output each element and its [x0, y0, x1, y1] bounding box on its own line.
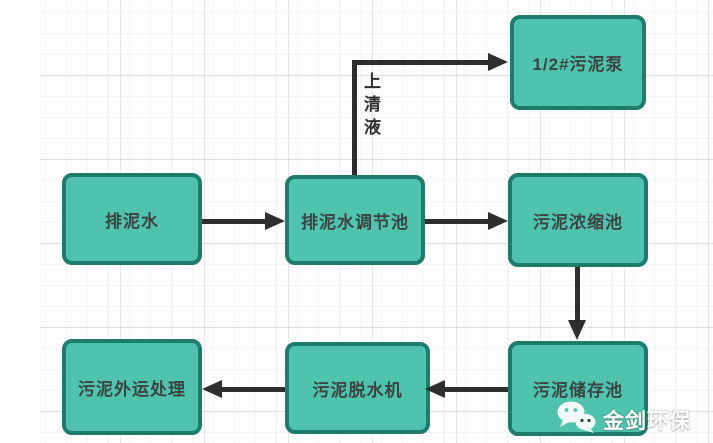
node-label: 污泥外运处理 — [78, 379, 186, 399]
edge-supernatant-vertical — [352, 60, 357, 175]
node-label: 1/2#污泥泵 — [532, 55, 624, 74]
edge-dewatering-to-disposal — [221, 387, 285, 392]
edge-drain-to-regulating — [202, 219, 268, 224]
arrowhead-left-icon — [425, 380, 445, 398]
edge-storage-to-dewatering — [444, 387, 508, 392]
node-label: 污泥储存池 — [533, 381, 623, 400]
node-label: 污泥脱水机 — [312, 380, 403, 400]
arrowhead-right-icon — [488, 53, 508, 71]
arrowhead-right-icon — [265, 212, 285, 230]
node-offsite-disposal: 污泥外运处理 — [62, 339, 202, 435]
node-thickening-tank: 污泥浓缩池 — [508, 173, 648, 267]
node-drain-water: 排泥水 — [62, 173, 202, 265]
node-dewatering-machine: 污泥脱水机 — [285, 342, 430, 434]
node-label: 排泥水 — [105, 211, 159, 231]
node-storage-tank: 污泥储存池 — [508, 341, 648, 436]
wechat-icon — [556, 400, 598, 439]
edge-supernatant-horizontal — [352, 60, 490, 65]
node-regulating-tank: 排泥水调节池 — [285, 175, 425, 265]
arrowhead-left-icon — [202, 380, 222, 398]
watermark: 金剑环保 — [556, 400, 691, 439]
edge-thickening-to-storage — [575, 267, 580, 322]
node-label: 污泥浓缩池 — [533, 212, 623, 232]
watermark-brand: 金剑环保 — [603, 409, 691, 433]
edge-label-supernatant: 上清液 — [361, 72, 380, 141]
arrowhead-right-icon — [488, 212, 508, 230]
arrowhead-down-icon — [568, 320, 586, 340]
edge-regulating-to-thickening — [425, 219, 490, 224]
node-sludge-pump: 1/2#污泥泵 — [510, 15, 646, 110]
node-label: 排泥水调节池 — [301, 212, 409, 232]
